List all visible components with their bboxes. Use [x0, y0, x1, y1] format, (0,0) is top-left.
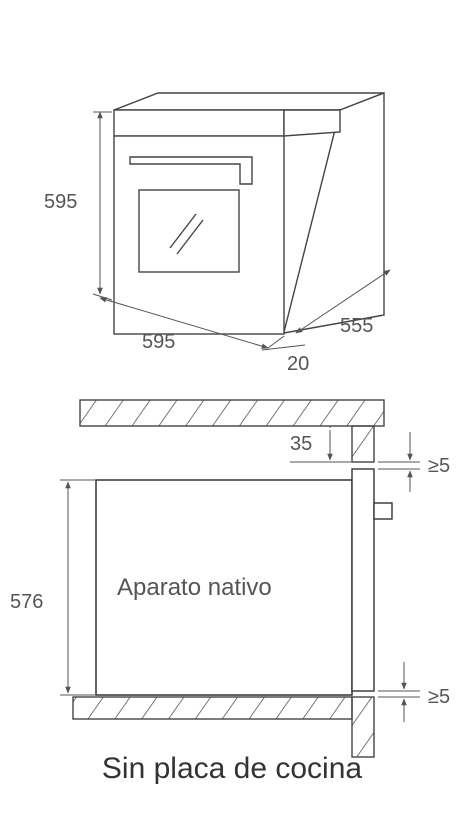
clearance-top-label: ≥5: [428, 455, 450, 477]
oven-handle: [129, 156, 253, 185]
bottom-right-block: [351, 696, 375, 758]
oven-3d-view: [113, 91, 385, 335]
clearance-bottom-label: ≥5: [428, 686, 450, 708]
glass-reflection-1: [169, 213, 197, 249]
appliance-knob: [373, 502, 393, 520]
appliance-height-label: 576: [10, 591, 43, 613]
top-depth-label: 555: [340, 315, 373, 337]
appliance-body: [95, 479, 353, 696]
control-panel-side: [283, 109, 341, 137]
appliance-front-panel: [351, 468, 375, 692]
appliance-label: Aparato nativo: [117, 574, 272, 601]
top-dimension-lines: [92, 111, 391, 351]
top-height-label: 595: [44, 191, 77, 213]
diagram-caption: Sin placa de cocina: [101, 752, 363, 785]
top-cabinet-slab: [79, 399, 385, 427]
bottom-dimension-lines: [60, 426, 420, 722]
oven-top-face: [113, 92, 385, 111]
top-right-block: [351, 425, 375, 463]
bottom-cabinet-slab: [72, 696, 353, 720]
top-front-label: 20: [287, 353, 309, 375]
oven-window: [138, 189, 240, 273]
glass-reflection-2: [176, 219, 204, 255]
gap-top-label: 35: [290, 433, 312, 455]
oven-control-panel: [113, 109, 285, 137]
top-width-label: 595: [142, 331, 175, 353]
